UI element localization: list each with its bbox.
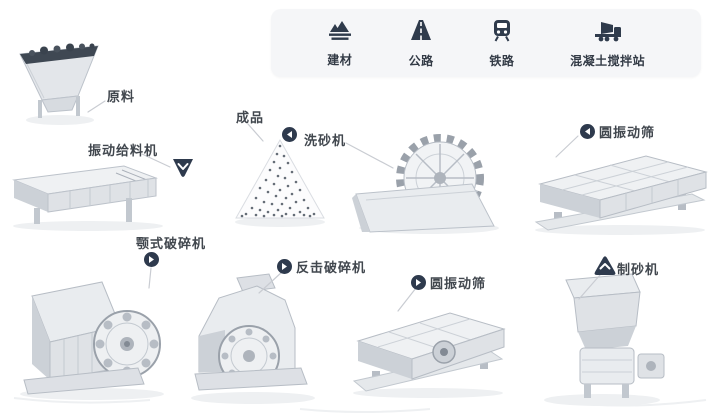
legend-item-concrete-plant: 混凝土搅拌站 <box>570 18 645 69</box>
highway-icon <box>409 18 433 47</box>
train-icon <box>491 18 513 47</box>
legend-panel: 建材 公路 <box>271 9 701 77</box>
chevron-up-icon <box>599 263 611 270</box>
sand-making-machine-illustration <box>538 268 673 413</box>
vibrating-feeder-illustration <box>6 156 171 237</box>
label-impact-crusher: 反击破碎机 <box>296 260 367 275</box>
label-jaw-crusher: 颚式破碎机 <box>136 236 207 251</box>
finished-product-pile-illustration <box>230 130 330 233</box>
sand-washer-illustration <box>352 128 507 241</box>
hotspot-badge-vibrating-feeder[interactable] <box>170 156 196 180</box>
arrow-right-icon <box>149 256 154 263</box>
arrow-left-icon <box>287 131 292 138</box>
legend-label: 公路 <box>408 53 434 68</box>
arrow-left-icon <box>585 128 590 135</box>
mixer-truck-icon <box>593 18 623 47</box>
label-vibrating-screen-top: 圆振动筛 <box>599 125 656 140</box>
legend-label: 铁路 <box>489 53 515 68</box>
legend-item-railway: 铁路 <box>489 18 514 69</box>
hotspot-badge-impact-crusher[interactable] <box>277 259 292 274</box>
label-raw-material: 原料 <box>107 89 136 104</box>
hotspot-badge-vibrating-screen-top[interactable] <box>580 124 595 139</box>
chevron-down-icon <box>177 163 189 170</box>
circular-vibrating-screen-top-illustration <box>528 142 713 243</box>
label-sand-maker: 制砂机 <box>617 262 660 277</box>
hotspot-badge-sand-maker[interactable] <box>593 254 617 276</box>
hotspot-badge-sand-washer[interactable] <box>282 127 297 142</box>
circular-vibrating-screen-bottom-illustration <box>348 295 508 405</box>
arrow-right-icon <box>282 263 287 270</box>
raw-material-hopper-illustration <box>14 38 106 131</box>
legend-item-highway: 公路 <box>409 18 434 69</box>
jaw-crusher-illustration <box>14 262 169 407</box>
hotspot-badge-vibrating-screen-bottom[interactable] <box>411 275 426 290</box>
hotspot-badge-jaw-crusher[interactable] <box>144 252 159 267</box>
label-sand-washer: 洗砂机 <box>304 133 347 148</box>
aggregate-pile-icon <box>327 19 353 46</box>
label-vibrating-screen-bottom: 圆振动筛 <box>430 276 487 291</box>
legend-label: 混凝土搅拌站 <box>570 53 646 68</box>
impact-crusher-illustration <box>185 272 320 412</box>
legend-item-building-materials: 建材 <box>327 19 353 68</box>
legend-label: 建材 <box>327 52 353 67</box>
label-vibrating-feeder: 振动给料机 <box>88 143 159 158</box>
arrow-right-icon <box>416 279 421 286</box>
label-finished-product: 成品 <box>236 110 265 125</box>
